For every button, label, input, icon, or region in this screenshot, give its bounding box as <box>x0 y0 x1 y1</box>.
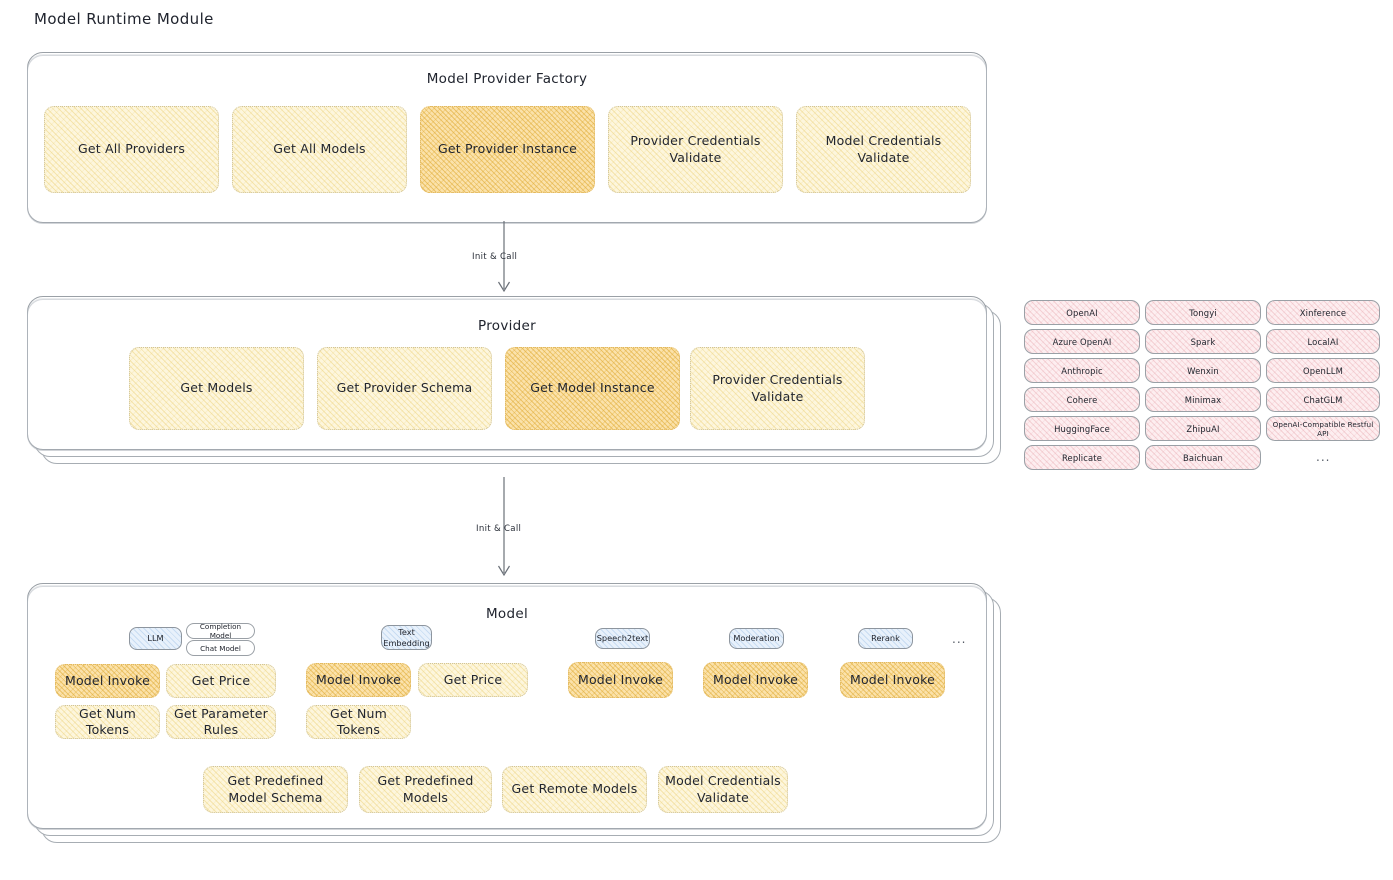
factory-item-get-all-models[interactable]: Get All Models <box>232 106 407 193</box>
text-embedding-method-model-invoke[interactable]: Model Invoke <box>306 663 411 697</box>
provider-item-get-models[interactable]: Get Models <box>129 347 304 430</box>
llm-method-model-invoke[interactable]: Model Invoke <box>55 664 160 698</box>
model-type-badge-moderation[interactable]: Moderation <box>729 628 784 649</box>
factory-item-provider-credentials-validate[interactable]: Provider Credentials Validate <box>608 106 783 193</box>
provider-item-get-provider-schema[interactable]: Get Provider Schema <box>317 347 492 430</box>
arrow-label-init-call-2: Init & Call <box>476 524 522 534</box>
provider-pill-minimax[interactable]: Minimax <box>1145 387 1261 412</box>
page-title: Model Runtime Module <box>34 10 214 28</box>
provider-pill-zhipuai[interactable]: ZhipuAI <box>1145 416 1261 441</box>
provider-pill-anthropic[interactable]: Anthropic <box>1024 358 1140 383</box>
provider-title: Provider <box>478 318 536 334</box>
model-card: Model <box>27 583 987 830</box>
model-common-get-predefined-models[interactable]: Get Predefined Models <box>359 766 492 813</box>
model-common-get-remote-models[interactable]: Get Remote Models <box>502 766 647 813</box>
model-common-model-credentials-validate[interactable]: Model Credentials Validate <box>658 766 788 813</box>
provider-pill-spark[interactable]: Spark <box>1145 329 1261 354</box>
model-subtype-badge-chat-model[interactable]: Chat Model <box>186 640 255 656</box>
factory-item-get-provider-instance[interactable]: Get Provider Instance <box>420 106 595 193</box>
factory-item-model-credentials-validate[interactable]: Model Credentials Validate <box>796 106 971 193</box>
rerank-method-model-invoke[interactable]: Model Invoke <box>840 662 945 698</box>
provider-item-get-model-instance[interactable]: Get Model Instance <box>505 347 680 430</box>
provider-pill-cohere[interactable]: Cohere <box>1024 387 1140 412</box>
model-common-get-predefined-model-schema[interactable]: Get Predefined Model Schema <box>203 766 348 813</box>
provider-pill-openai[interactable]: OpenAI <box>1024 300 1140 325</box>
llm-method-get-num-tokens[interactable]: Get Num Tokens <box>55 705 160 739</box>
model-type-badge-text-embedding[interactable]: Text Embedding <box>381 625 432 650</box>
model-type-badge-llm[interactable]: LLM <box>129 627 182 650</box>
provider-pill-xinference[interactable]: Xinference <box>1266 300 1380 325</box>
provider-pill-azure-openai[interactable]: Azure OpenAI <box>1024 329 1140 354</box>
provider-list-more: ... <box>1316 450 1331 464</box>
provider-pill-openllm[interactable]: OpenLLM <box>1266 358 1380 383</box>
model-type-badge-speech2text[interactable]: Speech2text <box>595 628 650 649</box>
provider-pill-baichuan[interactable]: Baichuan <box>1145 445 1261 470</box>
model-title: Model <box>485 606 529 622</box>
factory-title: Model Provider Factory <box>426 71 588 87</box>
llm-method-get-price[interactable]: Get Price <box>166 664 276 698</box>
arrow-provider-to-model <box>497 477 511 577</box>
model-subtype-badge-completion-model[interactable]: Completion Model <box>186 622 255 640</box>
speech2text-method-model-invoke[interactable]: Model Invoke <box>568 662 673 698</box>
llm-method-get-parameter-rules[interactable]: Get Parameter Rules <box>166 705 276 739</box>
provider-pill-localai[interactable]: LocalAI <box>1266 329 1380 354</box>
provider-item-provider-credentials-validate[interactable]: Provider Credentials Validate <box>690 347 865 430</box>
provider-pill-tongyi[interactable]: Tongyi <box>1145 300 1261 325</box>
text-embedding-method-get-num-tokens[interactable]: Get Num Tokens <box>306 705 411 739</box>
text-embedding-method-get-price[interactable]: Get Price <box>418 663 528 697</box>
model-types-more: ... <box>952 632 967 646</box>
model-type-badge-rerank[interactable]: Rerank <box>858 628 913 649</box>
provider-list: OpenAI Azure OpenAI Anthropic Cohere Hug… <box>1024 300 1380 475</box>
provider-pill-replicate[interactable]: Replicate <box>1024 445 1140 470</box>
arrow-factory-to-provider <box>497 221 511 293</box>
provider-pill-chatglm[interactable]: ChatGLM <box>1266 387 1380 412</box>
provider-pill-openai-compatible-restful-api[interactable]: OpenAI-Compatible Restful API <box>1266 416 1380 441</box>
provider-pill-huggingface[interactable]: HuggingFace <box>1024 416 1140 441</box>
provider-pill-wenxin[interactable]: Wenxin <box>1145 358 1261 383</box>
factory-item-get-all-providers[interactable]: Get All Providers <box>44 106 219 193</box>
moderation-method-model-invoke[interactable]: Model Invoke <box>703 662 808 698</box>
arrow-label-init-call-1: Init & Call <box>472 252 518 262</box>
